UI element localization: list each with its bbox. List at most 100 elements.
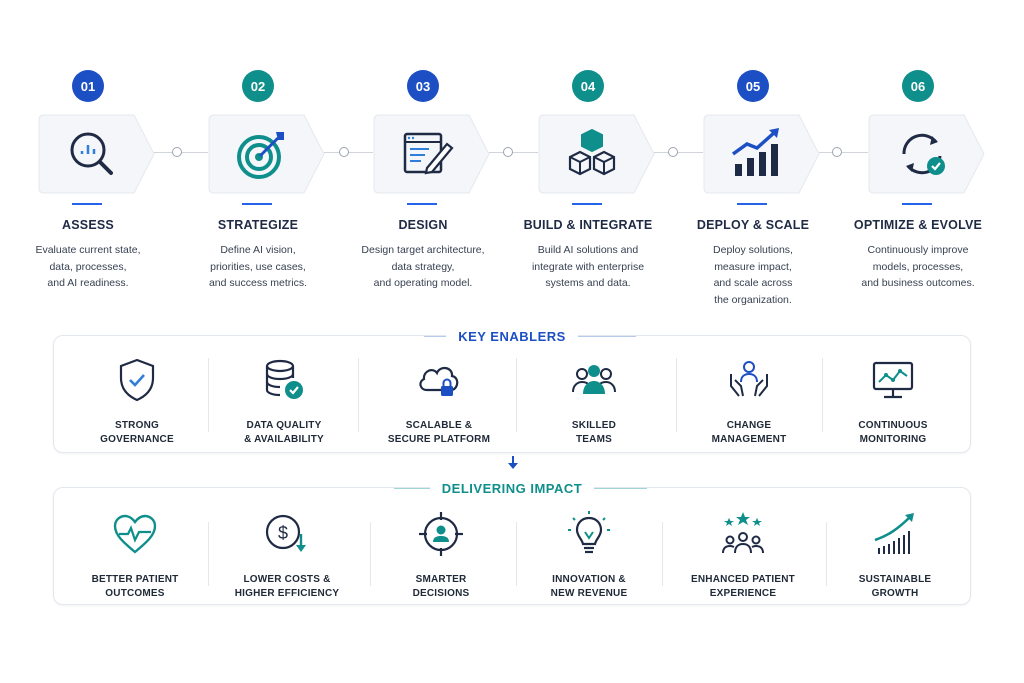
step-card [538, 114, 656, 194]
step-title: DEPLOY & SCALE [696, 218, 810, 232]
step-description: Build AI solutions and integrate with en… [531, 244, 645, 289]
step-underline [407, 203, 437, 205]
connector-dot [832, 147, 842, 157]
enabler-governance: STRONG GOVERNANCE [62, 356, 212, 447]
step-title: BUILD & INTEGRATE [523, 218, 653, 232]
step-description: Define AI vision, priorities, use cases,… [208, 244, 308, 289]
crosshair-person-icon [419, 512, 463, 556]
title-rule [576, 336, 636, 337]
step-card [38, 114, 156, 194]
step-description: Continuously improve models, processes, … [861, 244, 975, 289]
divider [358, 358, 359, 432]
key-enablers-title: KEY ENABLERS [54, 329, 970, 344]
step-deploy-scale: 05 DEPLOY & SCALE Deploy solutions, meas… [697, 70, 853, 310]
shield-check-icon [119, 358, 155, 402]
step-description: Deploy solutions, measure impact, and sc… [713, 244, 793, 306]
refresh-check-icon [902, 133, 945, 175]
delivering-impact-title: DELIVERING IMPACT [54, 481, 970, 496]
impact-label: SMARTER DECISIONS [412, 574, 470, 599]
connector-dot [172, 147, 182, 157]
divider [208, 522, 209, 586]
step-card [208, 114, 326, 194]
impact-innovation: INNOVATION & NEW REVENUE [514, 510, 664, 601]
connector-dot [503, 147, 513, 157]
step-card [868, 114, 986, 194]
svg-text:$: $ [278, 523, 288, 543]
divider [208, 358, 209, 432]
step-design: 03 DESIGN Design target architecture, da… [361, 70, 523, 310]
delivering-impact-panel: DELIVERING IMPACT BETTER PATIENT OUTCOME… [53, 481, 971, 605]
enabler-label: SCALABLE & SECURE PLATFORM [387, 420, 491, 445]
divider [822, 358, 823, 432]
enabler-label: DATA QUALITY & AVAILABILITY [244, 420, 324, 445]
divider [676, 358, 677, 432]
enabler-label: STRONG GOVERNANCE [100, 420, 174, 445]
step-number-badge: 06 [902, 70, 934, 102]
title-rule [394, 488, 454, 489]
step-underline [242, 203, 272, 205]
step-title: STRATEGIZE [217, 218, 299, 232]
step-title: OPTIMIZE & EVOLVE [853, 218, 983, 232]
step-description: Design target architecture, data strateg… [361, 244, 485, 289]
impact-label: ENHANCED PATIENT EXPERIENCE [691, 574, 795, 599]
step-card [703, 114, 821, 194]
step-optimize-evolve: 06 OPTIMIZE & EVOLVE Continuously improv… [854, 70, 1018, 310]
step-strategize: 02 STRATEGIZE Define AI vision, prioriti… [208, 70, 358, 310]
step-connector [489, 152, 538, 153]
step-connector [819, 152, 868, 153]
stacked-cubes-icon [568, 128, 616, 176]
connector-dot [339, 147, 349, 157]
enabler-label: SKILLED TEAMS [571, 420, 617, 445]
growth-bars-icon [731, 128, 779, 176]
enabler-platform: SCALABLE & SECURE PLATFORM [364, 356, 514, 447]
enabler-monitoring: CONTINUOUS MONITORING [818, 356, 968, 447]
divider [516, 358, 517, 432]
blueprint-pencil-icon [403, 132, 454, 175]
step-build-integrate: 04 BUILD & INTEGRATE Build AI solutions … [524, 70, 688, 310]
divider [662, 522, 663, 586]
step-underline [902, 203, 932, 205]
divider [826, 522, 827, 586]
step-underline [72, 203, 102, 205]
team-icon [572, 365, 616, 394]
impact-smarter-decisions: SMARTER DECISIONS [366, 510, 516, 601]
database-check-icon [265, 359, 303, 399]
impact-lower-costs: $ LOWER COSTS & HIGHER EFFICIENCY [212, 510, 362, 601]
step-number-badge: 04 [572, 70, 604, 102]
step-connector [654, 152, 703, 153]
step-underline [737, 203, 767, 205]
divider [516, 522, 517, 586]
step-title: DESIGN [398, 218, 448, 232]
impact-label: BETTER PATIENT OUTCOMES [91, 574, 179, 599]
stars-people-icon [722, 512, 764, 554]
lightbulb-icon [568, 511, 610, 554]
magnifier-chart-icon [70, 132, 113, 175]
enabler-data-quality: DATA QUALITY & AVAILABILITY [209, 356, 359, 447]
target-arrow-icon [237, 132, 284, 179]
impact-label: SUSTAINABLE GROWTH [858, 574, 932, 599]
enabler-label: CONTINUOUS MONITORING [858, 420, 928, 445]
arrow-down-icon [508, 456, 518, 469]
impact-label: INNOVATION & NEW REVENUE [550, 574, 628, 599]
enabler-teams: SKILLED TEAMS [519, 356, 669, 447]
connector-dot [668, 147, 678, 157]
monitor-chart-icon [872, 361, 914, 399]
step-number-badge: 05 [737, 70, 769, 102]
growth-arrow-icon [874, 513, 914, 554]
enabler-change-management: CHANGE MANAGEMENT [674, 356, 824, 447]
dollar-down-icon: $ [265, 514, 306, 552]
impact-patient-outcomes: BETTER PATIENT OUTCOMES [60, 510, 210, 601]
step-description: Evaluate current state, data, processes,… [35, 244, 141, 289]
heart-pulse-icon [113, 514, 157, 554]
key-enablers-panel: KEY ENABLERS STRONG GOVERNANCE DATA QUAL… [53, 329, 971, 453]
hands-person-icon [730, 361, 768, 397]
step-number-badge: 02 [242, 70, 274, 102]
step-underline [572, 203, 602, 205]
impact-sustainable-growth: SUSTAINABLE GROWTH [820, 510, 970, 601]
divider [370, 522, 371, 586]
enabler-label: CHANGE MANAGEMENT [711, 420, 787, 445]
impact-patient-experience: ENHANCED PATIENT EXPERIENCE [668, 510, 818, 601]
step-card [373, 114, 491, 194]
cloud-lock-icon [419, 366, 459, 396]
step-assess: 01 ASSESS Evaluate current state, data, … [35, 70, 188, 310]
